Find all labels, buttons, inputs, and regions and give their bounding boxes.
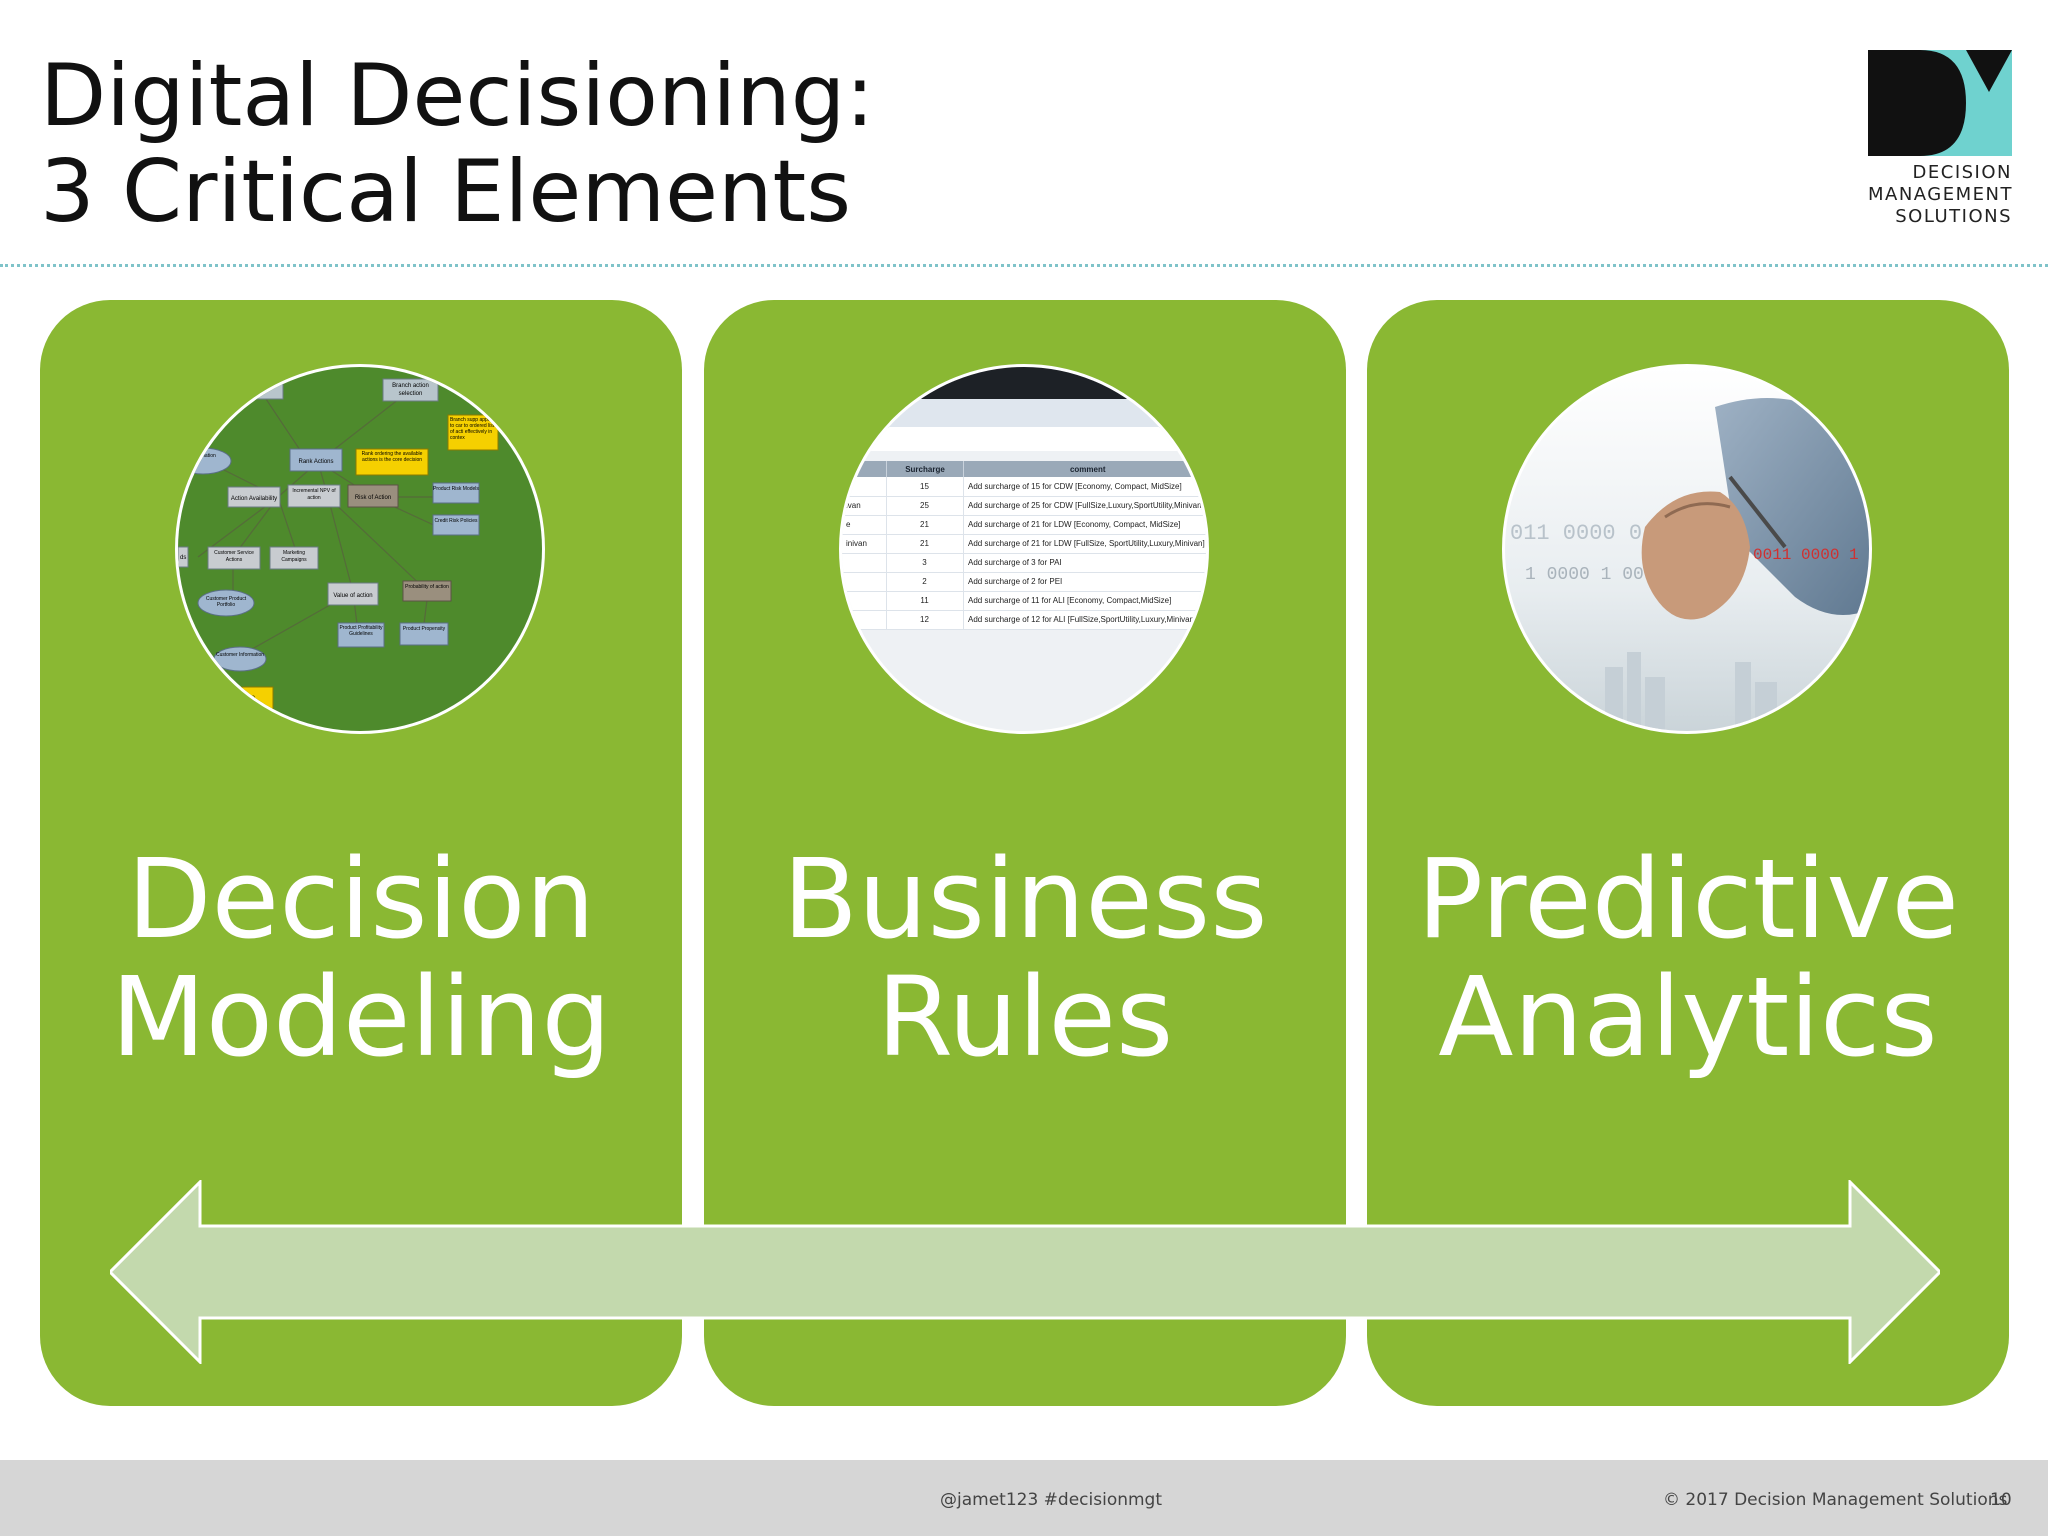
diagram-label-rank-ordering: Rank ordering the available actions is t… — [361, 451, 423, 463]
slide-title-line1: Digital Decisioning: — [40, 46, 875, 146]
logo-text: DECISION MANAGEMENT SOLUTIONS — [1868, 162, 2012, 228]
rules-cell-left — [842, 591, 887, 610]
rules-cell-left — [842, 477, 887, 496]
analytics-hand-icon: 011 0000 0 1 0000 1 00 0011 0000 1 0000 — [1502, 364, 1872, 734]
rules-cell-comment: Add surcharge of 2 for PEI — [963, 572, 1206, 591]
diagram-label-branch-note: Branch supp applied to car to ordered li… — [450, 417, 496, 441]
diagram-label-left3: ds — [180, 555, 186, 561]
rules-cell-left — [842, 553, 887, 572]
logo-text-line3: SOLUTIONS — [1895, 206, 2012, 227]
diagram-label-value: Value of action — [333, 593, 372, 599]
dm-logo-mark-icon — [1868, 50, 2012, 156]
decision-model-diagram-icon: ues act Branch action selection Branch s… — [175, 364, 545, 734]
panel-label-predictive-analytics: Predictive Analytics — [1367, 840, 2009, 1076]
panel-2-line2: Rules — [876, 953, 1174, 1081]
diagram-label-risk: Risk of Action — [355, 495, 391, 501]
diagram-label-branch: Branch action selection — [392, 383, 429, 397]
rules-cell-surcharge: 3 — [886, 553, 964, 572]
rules-cell-left: e — [842, 515, 887, 534]
diagram-label-customer-service: Customer Service Actions — [214, 550, 254, 563]
panel-label-business-rules: Business Rules — [704, 840, 1346, 1076]
company-logo: DECISION MANAGEMENT SOLUTIONS — [1868, 50, 2012, 228]
panel-3-line1: Predictive — [1416, 835, 1960, 963]
panel-2-line1: Business — [782, 835, 1268, 963]
rules-header-comment: comment — [1069, 464, 1106, 474]
slide-title-line2: 3 Critical Elements — [40, 142, 852, 242]
rules-cell-surcharge: 25 — [886, 496, 964, 515]
diagram-label-action-availability: Action Availability — [231, 496, 277, 502]
panel-3-line2: Analytics — [1438, 953, 1938, 1081]
panel-label-decision-modeling: Decision Modeling — [40, 840, 682, 1076]
panel-1-line2: Modeling — [110, 953, 612, 1081]
rules-cell-surcharge: 2 — [886, 572, 964, 591]
diagram-label-top: ues act — [248, 388, 268, 394]
panel-decision-modeling: ues act Branch action selection Branch s… — [40, 300, 682, 1406]
rules-cell-comment: Add surcharge of 12 for ALI [FullSize,Sp… — [963, 610, 1206, 629]
title-divider — [0, 264, 2048, 267]
slide-title: Digital Decisioning: 3 Critical Elements — [40, 48, 874, 240]
rules-cell-comment: Add surcharge of 21 for LDW [Economy, Co… — [963, 515, 1206, 534]
rules-cell-comment: Add surcharge of 11 for ALI [Economy, Co… — [963, 591, 1206, 610]
diagram-label-left: ment mation — [188, 453, 216, 459]
diagram-label-incremental: Incremental NPV of action — [292, 488, 336, 501]
digits-row2: 1 0000 1 00 — [1525, 565, 1644, 585]
rules-cell-surcharge: 11 — [886, 591, 964, 610]
diagram-label-credit-risk: Credit Risk Policies — [434, 518, 478, 524]
panel-predictive-analytics: 011 0000 0 1 0000 1 00 0011 0000 1 0000 … — [1367, 300, 2009, 1406]
diagram-label-product-risk: Product Risk Models — [433, 486, 479, 492]
diagram-label-product-profit: Product Profitability Guidelines — [339, 625, 383, 637]
diagram-label-marketing: Marketing Campaigns — [281, 550, 307, 563]
rules-cell-comment: Add surcharge of 25 for CDW [FullSize,Lu… — [963, 496, 1206, 515]
panel-1-line1: Decision — [126, 835, 596, 963]
diagram-label-bottom: hose the — [232, 695, 256, 701]
rules-cell-surcharge: 21 — [886, 515, 964, 534]
diagram-label-customer-info: Customer Information — [215, 652, 265, 658]
diagram-label-product-propensity: Product Propensity — [402, 626, 446, 632]
footer-handle: @jamet123 #decisionmgt — [940, 1490, 1163, 1510]
rules-cell-left: ivan — [842, 496, 887, 515]
rules-cell-surcharge: 21 — [886, 534, 964, 553]
footer-copyright: © 2017 Decision Management Solutions — [1663, 1490, 2008, 1510]
rules-cell-left: inivan — [842, 534, 887, 553]
diagram-label-rank-actions: Rank Actions — [298, 459, 333, 465]
footer-bar: @jamet123 #decisionmgt © 2017 Decision M… — [0, 1460, 2048, 1536]
rules-cell-surcharge: 15 — [886, 477, 964, 496]
rules-cell-comment: Add surcharge of 21 for LDW [FullSize, S… — [963, 534, 1206, 553]
logo-text-line2: MANAGEMENT — [1868, 184, 2013, 205]
rules-cell-left — [842, 572, 887, 591]
diagram-label-customer-portfolio: Customer Product Portfolio — [205, 596, 247, 608]
diagram-label-probability: Probability of action — [405, 584, 449, 590]
logo-text-line1: DECISION — [1912, 162, 2012, 183]
rules-header-surcharge: Surcharge — [886, 461, 964, 477]
double-arrow-icon — [110, 1180, 1940, 1364]
digits-red: 0011 0000 1 0000 — [1753, 546, 1872, 564]
rules-cell-comment: Add surcharge of 15 for CDW [Economy, Co… — [963, 477, 1206, 496]
rules-cell-comment: Add surcharge of 3 for PAI — [963, 553, 1206, 572]
rules-cell-surcharge: 12 — [886, 610, 964, 629]
digits-row1: 011 0000 0 — [1510, 521, 1642, 546]
footer-page-number: 10 — [1990, 1490, 2012, 1510]
rules-cell-left: n — [842, 610, 887, 629]
